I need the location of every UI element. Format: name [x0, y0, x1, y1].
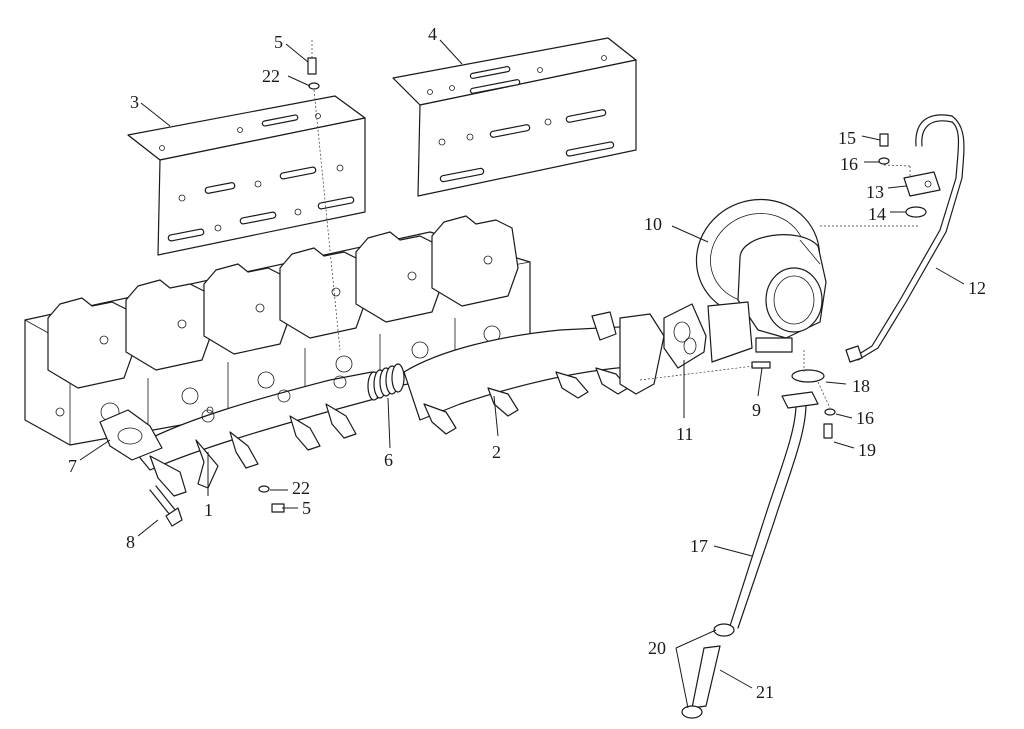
callout-3: 3: [130, 92, 139, 112]
adapter-block-13: [903, 171, 941, 197]
callout-9: 9: [752, 400, 761, 420]
callout-13: 13: [866, 182, 884, 202]
bolt-8: [149, 485, 183, 527]
callout-16-mid: 16: [856, 408, 874, 428]
callout-5-bottom: 5: [302, 498, 311, 518]
bellows-6: [367, 363, 405, 401]
callout-22-bottom: 22: [292, 478, 310, 498]
callout-21: 21: [756, 682, 774, 702]
washer-22-top: [308, 82, 320, 90]
callout-7: 7: [68, 456, 77, 476]
stud-9: [751, 361, 771, 369]
washer-22-bottom: [258, 485, 270, 493]
callout-11: 11: [676, 424, 693, 444]
gasket-7: [99, 409, 163, 461]
oil-feed-pipe-12: [845, 114, 965, 363]
callout-12: 12: [968, 278, 986, 298]
oil-drain-pipe-17: [729, 391, 819, 629]
callout-22-top: 22: [262, 66, 280, 86]
callout-16-top: 16: [840, 154, 858, 174]
clamp-20-upper: [713, 623, 735, 637]
callout-4: 4: [428, 24, 437, 44]
exhaust-manifold-2: [403, 311, 665, 435]
turbocharger-10: [695, 198, 827, 363]
callout-2: 2: [492, 442, 501, 462]
hose-21: [691, 645, 721, 709]
heat-shield-3: [127, 95, 366, 256]
gasket-11: [663, 303, 707, 369]
callout-1: 1: [204, 500, 213, 520]
bolt-19: [823, 423, 833, 439]
callout-15: 15: [838, 128, 856, 148]
callout-8: 8: [126, 532, 135, 552]
callout-18: 18: [852, 376, 870, 396]
callout-5-top: 5: [274, 32, 283, 52]
callout-19: 19: [858, 440, 876, 460]
callout-labels: 1 2 3 4 5 5 6 7 8 9 10 11 12 13 14 15 16…: [68, 24, 986, 702]
callout-14: 14: [868, 204, 886, 224]
gasket-18: [791, 369, 825, 383]
assembly-lines: [311, 40, 918, 409]
gasket-14: [905, 206, 927, 218]
valve-covers: [47, 215, 519, 389]
callout-17: 17: [690, 536, 708, 556]
washer-16-mid: [824, 408, 836, 416]
callout-10: 10: [644, 214, 662, 234]
bolt-5-top: [307, 57, 317, 75]
callout-20: 20: [648, 638, 666, 658]
leader-lines: [79, 39, 965, 709]
callout-6: 6: [384, 450, 393, 470]
bolt-15: [879, 133, 889, 147]
heat-shield-4: [392, 37, 637, 197]
clamp-20-lower: [681, 705, 703, 719]
washer-16-top: [878, 157, 890, 165]
